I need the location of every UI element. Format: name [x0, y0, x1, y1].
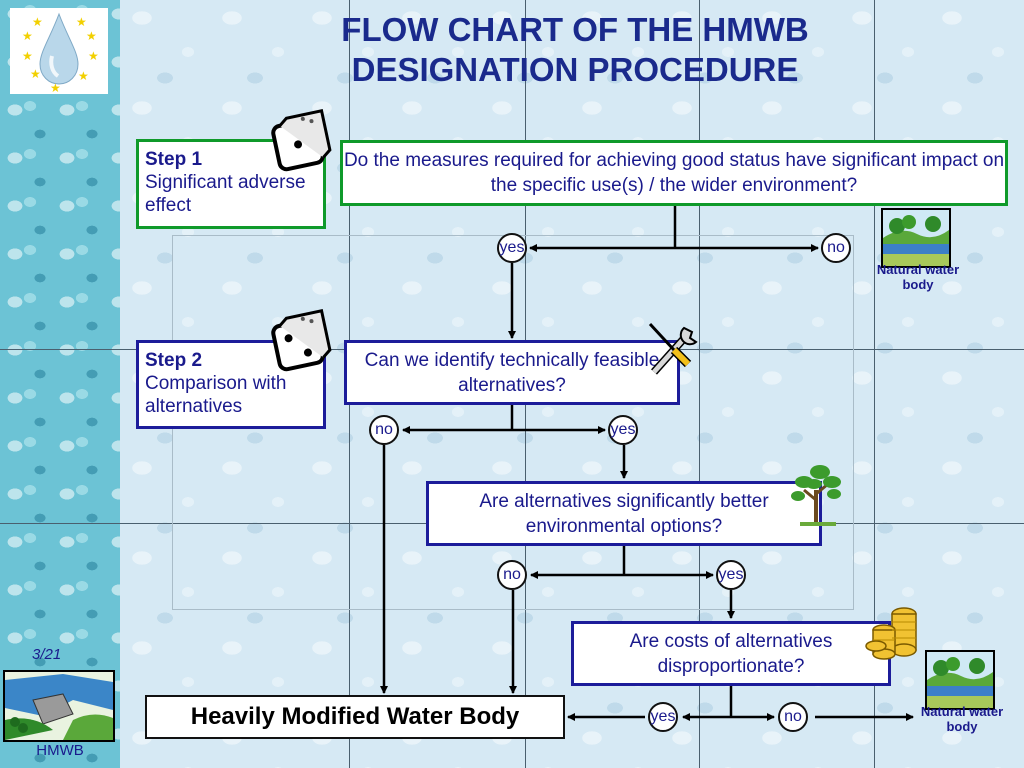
question-2-text: Can we identify technically feasible alt…	[364, 349, 660, 396]
grid-line	[699, 0, 700, 768]
answer-no-1: no	[821, 233, 851, 263]
page-number: 3/21	[32, 646, 62, 663]
answer-no-2: no	[369, 415, 399, 445]
svg-text:★: ★	[86, 29, 97, 43]
answer-no-4: no	[778, 702, 808, 732]
dice-icon	[271, 309, 332, 372]
step1-heading: Step 1	[145, 149, 203, 170]
landscape-icon	[925, 650, 995, 710]
svg-text:★: ★	[32, 15, 43, 29]
dice-icon	[271, 109, 332, 172]
svg-text:★: ★	[78, 69, 89, 83]
question-4-text: Are costs of alternatives disproportiona…	[629, 630, 833, 677]
question-1-text: Do the measures required for achieving g…	[343, 150, 1005, 196]
step1-text: Significant adverse effect	[145, 172, 306, 216]
grid-line	[874, 0, 875, 768]
svg-text:★: ★	[22, 49, 33, 63]
landscape-icon	[881, 208, 951, 268]
answer-no-3: no	[497, 560, 527, 590]
title-line-2: DESIGNATION PROCEDURE	[351, 51, 799, 88]
title-line-1: FLOW CHART OF THE HMWB	[341, 11, 809, 48]
question-1-box: Do the measures required for achieving g…	[340, 140, 1008, 206]
sidebar-water-texture	[0, 0, 120, 768]
dam-icon	[3, 670, 115, 742]
coins-icon	[865, 607, 917, 660]
svg-text:★: ★	[76, 15, 87, 29]
svg-text:★: ★	[30, 67, 41, 81]
answer-yes-2: yes	[608, 415, 638, 445]
question-4-box: Are costs of alternatives disproportiona…	[571, 621, 891, 686]
page-title: FLOW CHART OF THE HMWB DESIGNATION PROCE…	[240, 10, 910, 90]
footer-label: HMWB	[36, 742, 84, 759]
answer-yes-3: yes	[716, 560, 746, 590]
answer-yes-1: yes	[497, 233, 527, 263]
answer-yes-4: yes	[648, 702, 678, 732]
hmwb-outcome-text: Heavily Modified Water Body	[190, 703, 520, 730]
question-2-box: Can we identify technically feasible alt…	[344, 340, 680, 405]
hmwb-outcome-box: Heavily Modified Water Body	[145, 695, 565, 739]
svg-text:★: ★	[88, 49, 99, 63]
eu-waterdrop-logo: ★★ ★★ ★★ ★★ ★	[10, 8, 108, 95]
natural-water-body-label-2: Natural water body	[920, 704, 1004, 734]
svg-text:★: ★	[22, 29, 33, 43]
step2-heading: Step 2	[145, 350, 203, 371]
question-3-box: Are alternatives significantly better en…	[426, 481, 822, 546]
tree-icon	[791, 465, 841, 526]
natural-water-body-label-1: Natural water body	[876, 262, 960, 292]
question-3-text: Are alternatives significantly better en…	[479, 490, 769, 537]
step2-text: Comparison with alternatives	[145, 373, 287, 417]
svg-text:★: ★	[50, 81, 61, 94]
wrench-screwdriver-icon	[648, 322, 698, 375]
